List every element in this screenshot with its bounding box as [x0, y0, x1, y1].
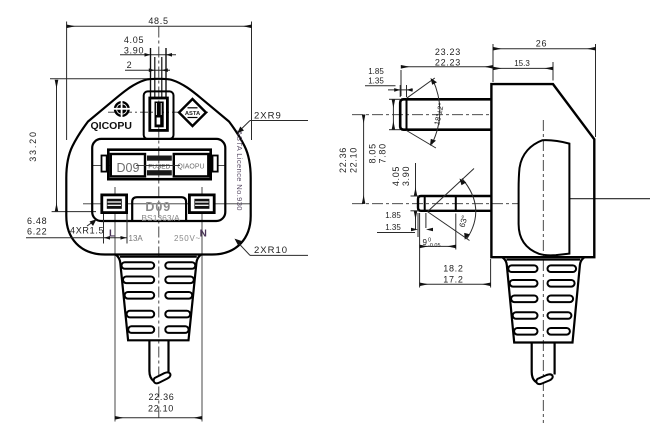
svg-text:1.85: 1.85 — [385, 211, 401, 220]
svg-text:2XR9: 2XR9 — [254, 111, 282, 122]
svg-text:0: 0 — [428, 238, 431, 244]
svg-text:3.90: 3.90 — [401, 166, 411, 186]
svg-text:22.36: 22.36 — [338, 147, 348, 173]
svg-text:1.35: 1.35 — [385, 223, 401, 232]
svg-text:23.23: 23.23 — [435, 47, 461, 57]
svg-text:FUSED: FUSED — [148, 163, 170, 170]
svg-text:1.35: 1.35 — [368, 77, 384, 86]
svg-text:QIAOPU: QIAOPU — [177, 163, 204, 170]
svg-text:7.80: 7.80 — [378, 143, 388, 163]
svg-text:22.10: 22.10 — [348, 147, 358, 173]
svg-text:9: 9 — [423, 238, 428, 247]
svg-text:BS1363/A: BS1363/A — [141, 213, 180, 223]
svg-text:15.3: 15.3 — [514, 59, 530, 68]
svg-text:33.20: 33.20 — [28, 130, 38, 162]
svg-text:18.2: 18.2 — [443, 264, 463, 274]
svg-text:250V~: 250V~ — [174, 234, 201, 243]
svg-text:ASTA Licence No.930: ASTA Licence No.930 — [235, 131, 244, 211]
svg-text:4.05: 4.05 — [124, 35, 144, 45]
svg-text:2XR10: 2XR10 — [254, 245, 288, 256]
svg-text:3.90: 3.90 — [124, 46, 144, 56]
svg-text:4XR1.5: 4XR1.5 — [70, 226, 104, 236]
svg-text:-0.05: -0.05 — [428, 243, 441, 249]
svg-text:N: N — [200, 229, 207, 240]
svg-text:QICOPU: QICOPU — [91, 120, 132, 132]
svg-text:48.5: 48.5 — [148, 16, 168, 26]
svg-text:22.36: 22.36 — [148, 392, 174, 402]
svg-text:8.05: 8.05 — [367, 143, 377, 163]
svg-text:ASTA: ASTA — [185, 111, 201, 117]
svg-text:6.22: 6.22 — [27, 226, 47, 236]
svg-text:17.2: 17.2 — [443, 275, 463, 285]
svg-text:L: L — [109, 229, 115, 240]
svg-text:63°: 63° — [458, 214, 470, 228]
svg-text:D09: D09 — [145, 200, 171, 214]
svg-text:26: 26 — [536, 39, 547, 49]
svg-text:22.23: 22.23 — [435, 58, 461, 68]
svg-text:1.85: 1.85 — [368, 67, 384, 76]
svg-text:22.10: 22.10 — [148, 404, 174, 414]
svg-text:4.05: 4.05 — [391, 166, 401, 186]
svg-text:D09: D09 — [117, 161, 140, 175]
svg-text:2: 2 — [127, 60, 133, 70]
svg-text:13A: 13A — [129, 234, 144, 243]
svg-text:6.48: 6.48 — [27, 216, 47, 226]
